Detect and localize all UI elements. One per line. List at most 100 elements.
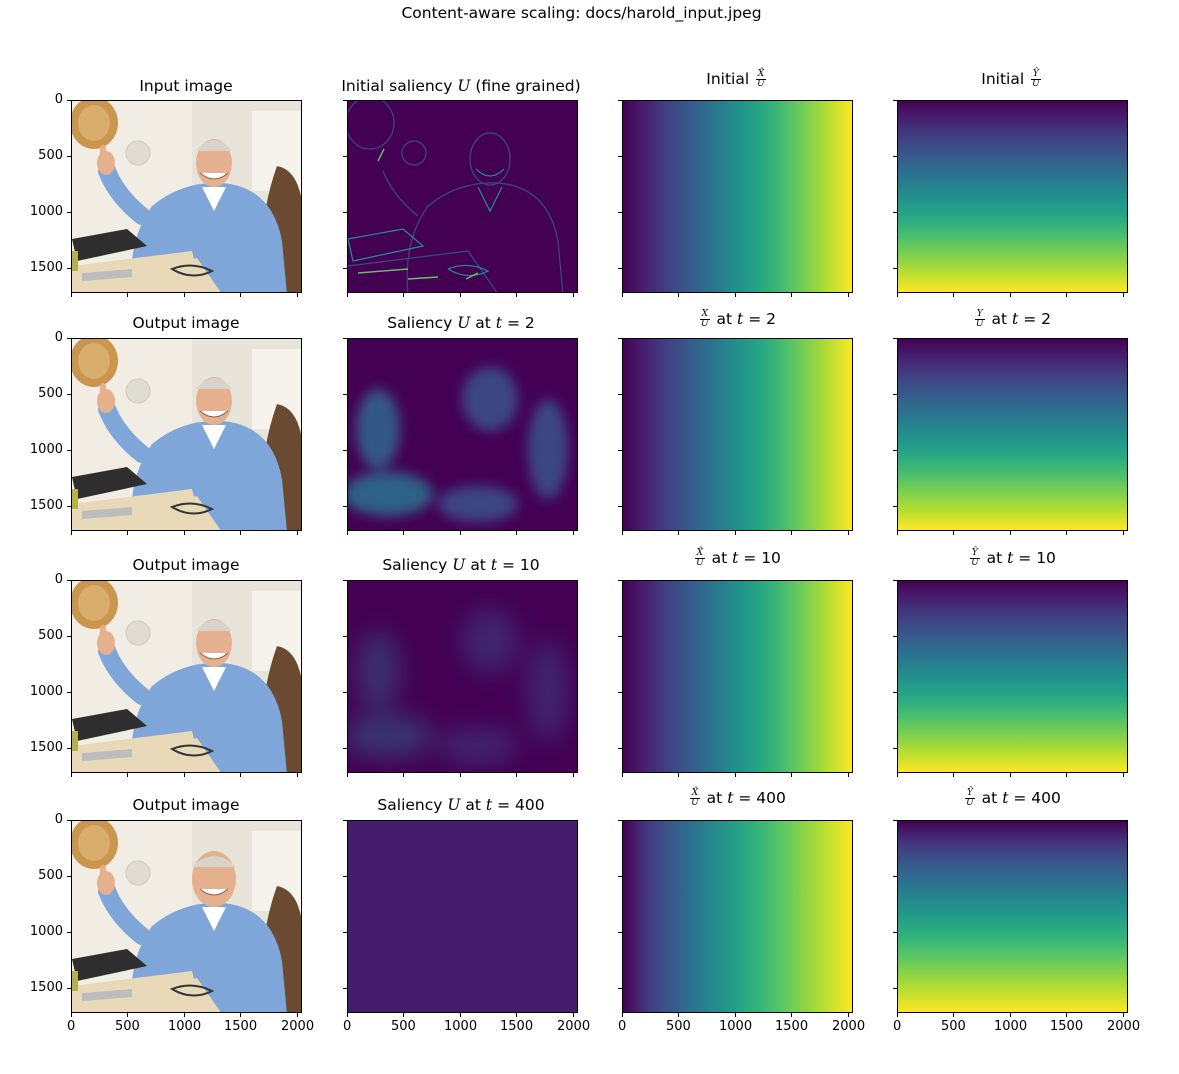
x-tick-mark xyxy=(184,773,185,777)
y-tick-mark xyxy=(893,876,897,877)
y-tick-mark xyxy=(893,692,897,693)
x-tick-mark xyxy=(735,773,736,777)
panel-title-output-image-1: Output image xyxy=(132,314,240,332)
x-tick-mark xyxy=(735,293,736,297)
y-tick-mark xyxy=(893,156,897,157)
x-tick-label: 2000 xyxy=(1107,1019,1141,1034)
x-tick-label: 0 xyxy=(618,1019,627,1034)
x-tick-mark xyxy=(1066,773,1067,777)
y-tick-mark xyxy=(618,820,622,821)
y-tick-mark xyxy=(893,820,897,821)
x-tick-mark xyxy=(848,531,849,535)
x-tick-mark xyxy=(848,293,849,297)
y-tick-mark xyxy=(618,268,622,269)
x-tick-mark xyxy=(240,1013,241,1017)
y-tick-mark xyxy=(893,748,897,749)
y-tick-mark xyxy=(343,394,347,395)
panel-r3-c2-horizontal-gradient xyxy=(622,820,853,1013)
y-tick-mark xyxy=(343,876,347,877)
x-tick-label: 500 xyxy=(666,1019,691,1034)
x-tick-label: 0 xyxy=(67,1019,76,1034)
y-tick-label: 1500 xyxy=(29,740,63,755)
y-tick-label: 500 xyxy=(38,148,63,163)
x-tick-mark xyxy=(622,773,623,777)
x-tick-mark xyxy=(240,773,241,777)
y-tick-mark xyxy=(67,212,71,213)
y-tick-mark xyxy=(893,268,897,269)
y-tick-mark xyxy=(343,100,347,101)
y-tick-mark xyxy=(618,932,622,933)
y-tick-label: 1500 xyxy=(29,498,63,513)
y-tick-label: 1500 xyxy=(29,260,63,275)
panel-r3-c3-vertical-gradient xyxy=(897,820,1128,1013)
y-tick-mark xyxy=(618,450,622,451)
panel-r1-c1-blurred-saliency xyxy=(347,338,578,531)
y-tick-mark xyxy=(618,394,622,395)
panel-r1-c3-vertical-gradient xyxy=(897,338,1128,531)
x-tick-mark xyxy=(1066,293,1067,297)
y-tick-mark xyxy=(618,212,622,213)
y-tick-mark xyxy=(67,932,71,933)
y-tick-mark xyxy=(343,268,347,269)
y-tick-mark xyxy=(893,394,897,395)
x-tick-mark xyxy=(184,531,185,535)
x-tick-mark xyxy=(897,1013,898,1017)
y-tick-label: 500 xyxy=(38,868,63,883)
y-tick-mark xyxy=(893,100,897,101)
x-tick-mark xyxy=(573,293,574,297)
x-tick-mark xyxy=(735,1013,736,1017)
panel-r2-c2-horizontal-gradient xyxy=(622,580,853,773)
x-tick-mark xyxy=(953,293,954,297)
x-tick-mark xyxy=(1010,293,1011,297)
panel-title-initial-x-over-u: Initial X̂U xyxy=(706,69,766,89)
y-tick-mark xyxy=(343,692,347,693)
y-tick-mark xyxy=(67,820,71,821)
y-tick-mark xyxy=(618,988,622,989)
x-tick-mark xyxy=(347,531,348,535)
x-tick-mark xyxy=(127,293,128,297)
panel-title-x-over-u-t400: X̂U at t = 400 xyxy=(690,788,786,808)
x-tick-mark xyxy=(678,1013,679,1017)
x-tick-mark xyxy=(791,293,792,297)
x-tick-mark xyxy=(622,1013,623,1017)
panel-r1-c2-horizontal-gradient xyxy=(622,338,853,531)
y-tick-mark xyxy=(618,506,622,507)
x-tick-mark xyxy=(1066,1013,1067,1017)
x-tick-mark xyxy=(297,293,298,297)
y-tick-mark xyxy=(618,876,622,877)
panel-r3-c0-photo xyxy=(71,820,302,1013)
y-tick-label: 500 xyxy=(38,386,63,401)
y-tick-label: 1000 xyxy=(29,442,63,457)
panel-title-output-image-3: Output image xyxy=(132,796,240,814)
x-tick-label: 500 xyxy=(941,1019,966,1034)
panel-r1-c0-photo xyxy=(71,338,302,531)
y-tick-mark xyxy=(67,268,71,269)
x-tick-mark xyxy=(735,531,736,535)
x-tick-label: 1000 xyxy=(719,1019,753,1034)
y-tick-label: 1000 xyxy=(29,204,63,219)
x-tick-mark xyxy=(460,293,461,297)
x-tick-mark xyxy=(897,773,898,777)
x-tick-mark xyxy=(848,773,849,777)
x-tick-label: 2000 xyxy=(832,1019,866,1034)
x-tick-mark xyxy=(347,1013,348,1017)
x-tick-mark xyxy=(1123,1013,1124,1017)
panel-title-saliency-t10: Saliency U at t = 10 xyxy=(382,556,540,574)
x-tick-mark xyxy=(403,773,404,777)
x-tick-mark xyxy=(953,773,954,777)
y-tick-mark xyxy=(893,506,897,507)
x-tick-label: 0 xyxy=(343,1019,352,1034)
figure-suptitle: Content-aware scaling: docs/harold_input… xyxy=(401,4,762,22)
y-tick-mark xyxy=(893,636,897,637)
y-tick-label: 0 xyxy=(54,330,63,345)
x-tick-mark xyxy=(1010,531,1011,535)
panel-title-x-over-u-t10: X̂U at t = 10 xyxy=(695,548,781,568)
y-tick-label: 500 xyxy=(38,628,63,643)
y-tick-mark xyxy=(343,580,347,581)
y-tick-mark xyxy=(893,450,897,451)
y-tick-mark xyxy=(343,156,347,157)
